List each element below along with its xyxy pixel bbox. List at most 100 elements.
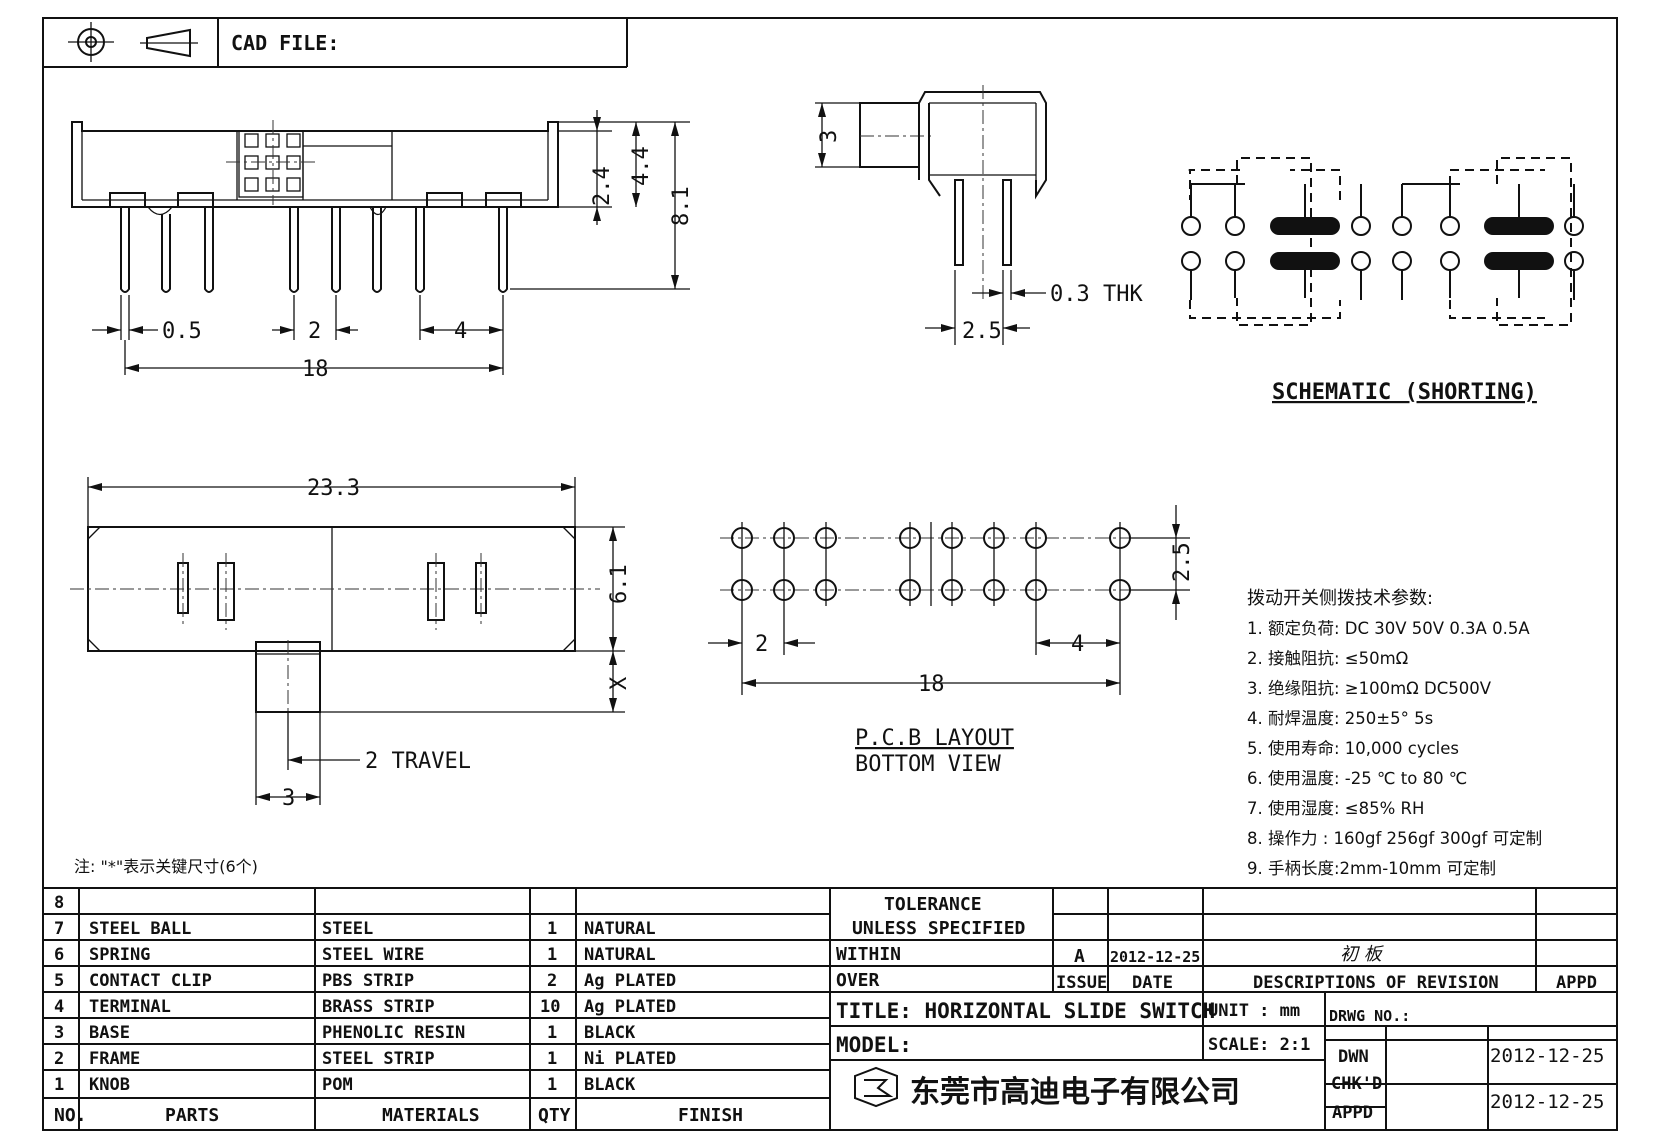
pcb-layout: 2.5 2 4 18 P.C.B LAYOUT BOTTOM VIEW xyxy=(708,505,1195,777)
bom-header-materials: MATERIALS xyxy=(382,1105,480,1126)
dim-pin-spacing: 2.5 xyxy=(962,319,1002,344)
bom-cell-no: 6 xyxy=(54,945,64,965)
bom-cell-material: BRASS STRIP xyxy=(322,997,435,1017)
company-logo-icon xyxy=(854,1066,898,1108)
cad-file-label: CAD FILE: xyxy=(231,31,339,55)
descriptions-label: DESCRIPTIONS OF REVISION xyxy=(1253,973,1499,993)
bom-cell-finish: NATURAL xyxy=(584,945,656,965)
bom-cell-material: STEEL xyxy=(322,919,373,939)
bom-cell-no: 3 xyxy=(54,1023,64,1043)
dwn-date: 2012-12-25 xyxy=(1490,1045,1604,1067)
bom-cell-qty: 1 xyxy=(547,1049,557,1069)
bom-header-qty: QTY xyxy=(538,1105,571,1126)
schematic-left xyxy=(1181,157,1371,326)
pcb-layout-subtitle: BOTTOM VIEW xyxy=(855,752,1001,777)
dim-knob-width: 3 xyxy=(282,786,295,811)
schematic-right xyxy=(1392,157,1584,326)
dim-overall-length: 23.3 xyxy=(307,476,360,501)
bom-cell-material: PHENOLIC RESIN xyxy=(322,1023,465,1043)
dim-pin-width: 0.5 xyxy=(162,319,202,344)
bom-cell-no: 7 xyxy=(54,919,64,939)
dim-travel: 2 TRAVEL xyxy=(365,749,471,774)
dim-outer-pitch: 4 xyxy=(454,319,467,344)
unit-label: UNIT : mm xyxy=(1208,1001,1300,1021)
spec-item: 5. 使用寿命: 10,000 cycles xyxy=(1247,739,1459,758)
drawing-title: TITLE: HORIZONTAL SLIDE SWITCH xyxy=(836,999,1215,1023)
bom-cell-qty: 2 xyxy=(547,971,557,991)
front-view: 0.5 2 4 18 2.4 4.4 xyxy=(71,110,694,382)
top-view: 23.3 6.1 X 2 TRAVEL 3 xyxy=(70,476,632,811)
spec-item: 2. 接触阻抗: ≤50mΩ xyxy=(1247,649,1408,668)
spec-item: 7. 使用湿度: ≤85% RH xyxy=(1247,799,1424,818)
issue-label: ISSUE xyxy=(1056,973,1107,993)
dim-pcb-pitch: 2 xyxy=(755,632,768,657)
bom-cell-finish: Ag PLATED xyxy=(584,971,676,991)
bom-cell-no: 4 xyxy=(54,997,64,1017)
bom-cell-part: STEEL BALL xyxy=(89,919,191,939)
dim-pin-span: 18 xyxy=(302,357,329,382)
bom-header-parts: PARTS xyxy=(165,1105,219,1126)
spec-item: 9. 手柄长度:2mm-10mm 可定制 xyxy=(1247,859,1496,878)
pcb-layout-title: P.C.B LAYOUT xyxy=(855,726,1014,751)
dim-pin-thickness: 0.3 THK xyxy=(1050,282,1143,307)
dim-pcb-outer-pitch: 4 xyxy=(1071,632,1084,657)
chkd-label: CHK'D xyxy=(1331,1074,1382,1094)
issue-value: A xyxy=(1074,946,1085,967)
bom-cell-material: STEEL STRIP xyxy=(322,1049,435,1069)
key-dimension-note: 注: "*"表示关键尺寸(6个) xyxy=(74,857,258,876)
company-name: 东莞市高迪电子有限公司 xyxy=(910,1075,1240,1110)
bom-cell-part: SPRING xyxy=(89,945,150,965)
appd-label: APPD xyxy=(1556,973,1597,993)
spec-item: 1. 额定负荷: DC 30V 50V 0.3A 0.5A xyxy=(1247,619,1530,638)
dim-knob-height: 3 xyxy=(817,130,842,143)
bom-cell-part: BASE xyxy=(89,1023,130,1043)
approved-label: APPD xyxy=(1332,1103,1373,1123)
spec-item: 8. 操作力 : 160gf 256gf 300gf 可定制 xyxy=(1247,829,1542,848)
tolerance-label: TOLERANCE xyxy=(884,894,982,915)
drawing-number-label: DRWG NO.: xyxy=(1329,1007,1410,1025)
bom-cell-part: KNOB xyxy=(89,1075,130,1095)
bom-cell-finish: BLACK xyxy=(584,1023,636,1043)
date-label: DATE xyxy=(1132,973,1173,993)
bom-cell-qty: 10 xyxy=(540,997,560,1017)
bom-cell-no: 1 xyxy=(54,1075,64,1095)
schematic-shorting: SCHEMATIC (SHORTING) xyxy=(1181,157,1584,405)
over-label: OVER xyxy=(836,970,880,991)
dim-knob-length-x: X xyxy=(607,676,632,690)
bom-cell-part: CONTACT CLIP xyxy=(89,971,212,991)
scale-label: SCALE: 2:1 xyxy=(1208,1035,1310,1055)
dim-pcb-span: 18 xyxy=(918,672,945,697)
schematic-title: SCHEMATIC (SHORTING) xyxy=(1272,380,1537,405)
bom-cell-no: 8 xyxy=(54,893,64,913)
chk-date: 2012-12-25 xyxy=(1490,1091,1604,1113)
bom-row: 8 xyxy=(54,893,64,913)
dwn-label: DWN xyxy=(1338,1047,1369,1067)
bom-cell-no: 2 xyxy=(54,1049,64,1069)
spec-item: 3. 绝缘阻抗: ≥100mΩ DC500V xyxy=(1247,679,1492,698)
spec-item: 6. 使用温度: -25 ℃ to 80 ℃ xyxy=(1247,769,1467,788)
spec-title: 拨动开关侧拨技术参数: xyxy=(1247,588,1433,609)
bom-cell-no: 5 xyxy=(54,971,64,991)
bom-row: 7 STEEL BALL STEEL 1 NATURAL xyxy=(54,919,656,939)
dim-height-8-1: 8.1 xyxy=(669,186,694,226)
header-block: CAD FILE: xyxy=(43,18,628,68)
bom-cell-qty: 1 xyxy=(547,1075,557,1095)
bom-cell-material: POM xyxy=(322,1075,353,1095)
revision-date: 2012-12-25 xyxy=(1110,948,1200,966)
bom-cell-qty: 1 xyxy=(547,945,557,965)
bom-cell-qty: 1 xyxy=(547,1023,557,1043)
bom-cell-finish: NATURAL xyxy=(584,919,656,939)
bom-cell-qty: 1 xyxy=(547,919,557,939)
first-angle-projection-symbol xyxy=(68,22,198,62)
dim-pin-pitch: 2 xyxy=(308,319,321,344)
bom-cell-part: FRAME xyxy=(89,1049,140,1069)
title-block: TOLERANCE UNLESS SPECIFIED WITHIN OVER A… xyxy=(830,888,1617,1130)
bom-row: 3 BASE PHENOLIC RESIN 1 BLACK xyxy=(54,1023,636,1043)
spec-item: 4. 耐焊温度: 250±5° 5s xyxy=(1247,709,1433,728)
dim-height-4-4: 4.4 xyxy=(629,146,654,186)
